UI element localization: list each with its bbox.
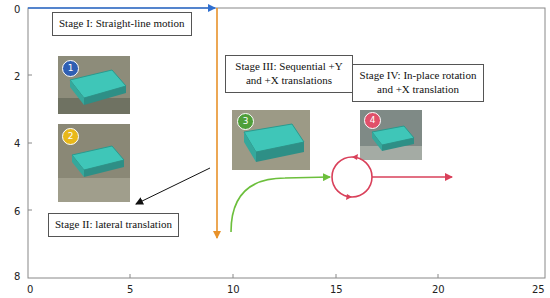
stage-1-path (28, 7, 215, 9)
stage-label: Stage III: Sequential +Y and +X translat… (232, 60, 346, 88)
photo-4 (360, 110, 422, 160)
y-tick-label: 8 (14, 271, 20, 282)
x-tick-label: 5 (127, 284, 133, 295)
callout-number: 3 (237, 113, 254, 130)
stage-label: Stage II: lateral translation (55, 218, 172, 232)
plot-frame (28, 8, 545, 278)
x-tick-label: 0 (27, 284, 33, 295)
stage-2-path (216, 8, 218, 238)
stage-box: Stage III: Sequential +Y and +X translat… (225, 55, 353, 93)
stage-label: Stage IV: In-place rotation and +X trans… (359, 69, 477, 97)
callout-text: 1 (68, 63, 74, 73)
rotation-circle (332, 157, 372, 197)
rotation-arrowhead (352, 154, 358, 160)
callout-text: 3 (243, 116, 249, 126)
y-tick-label: 4 (14, 138, 20, 149)
y-tick-label: 2 (14, 71, 20, 82)
callout-text: 4 (370, 115, 376, 125)
stage-box: Stage IV: In-place rotation and +X trans… (352, 64, 484, 102)
stage-box: Stage I: Straight-line motion (52, 12, 192, 36)
y-tick-label: 0 (14, 4, 20, 15)
callout-number: 4 (364, 112, 381, 129)
pointer-arrow (136, 168, 210, 204)
x-tick-label: 20 (432, 284, 445, 295)
stage-label: Stage I: Straight-line motion (59, 17, 185, 31)
callout-text: 2 (68, 131, 74, 141)
x-tick-label: 15 (330, 284, 343, 295)
stage-3-path (231, 177, 330, 232)
callout-number: 2 (62, 128, 79, 145)
x-tick-label: 10 (227, 284, 240, 295)
photo-3 (232, 110, 310, 170)
photo-2 (58, 124, 130, 202)
stage-box: Stage II: lateral translation (48, 213, 179, 237)
x-tick-label: 25 (532, 284, 545, 295)
stage-4-path (372, 176, 452, 178)
y-tick-label: 6 (14, 206, 20, 217)
callout-number: 1 (62, 60, 79, 77)
photo-1 (58, 56, 130, 114)
rotation-arrowhead (346, 194, 352, 200)
